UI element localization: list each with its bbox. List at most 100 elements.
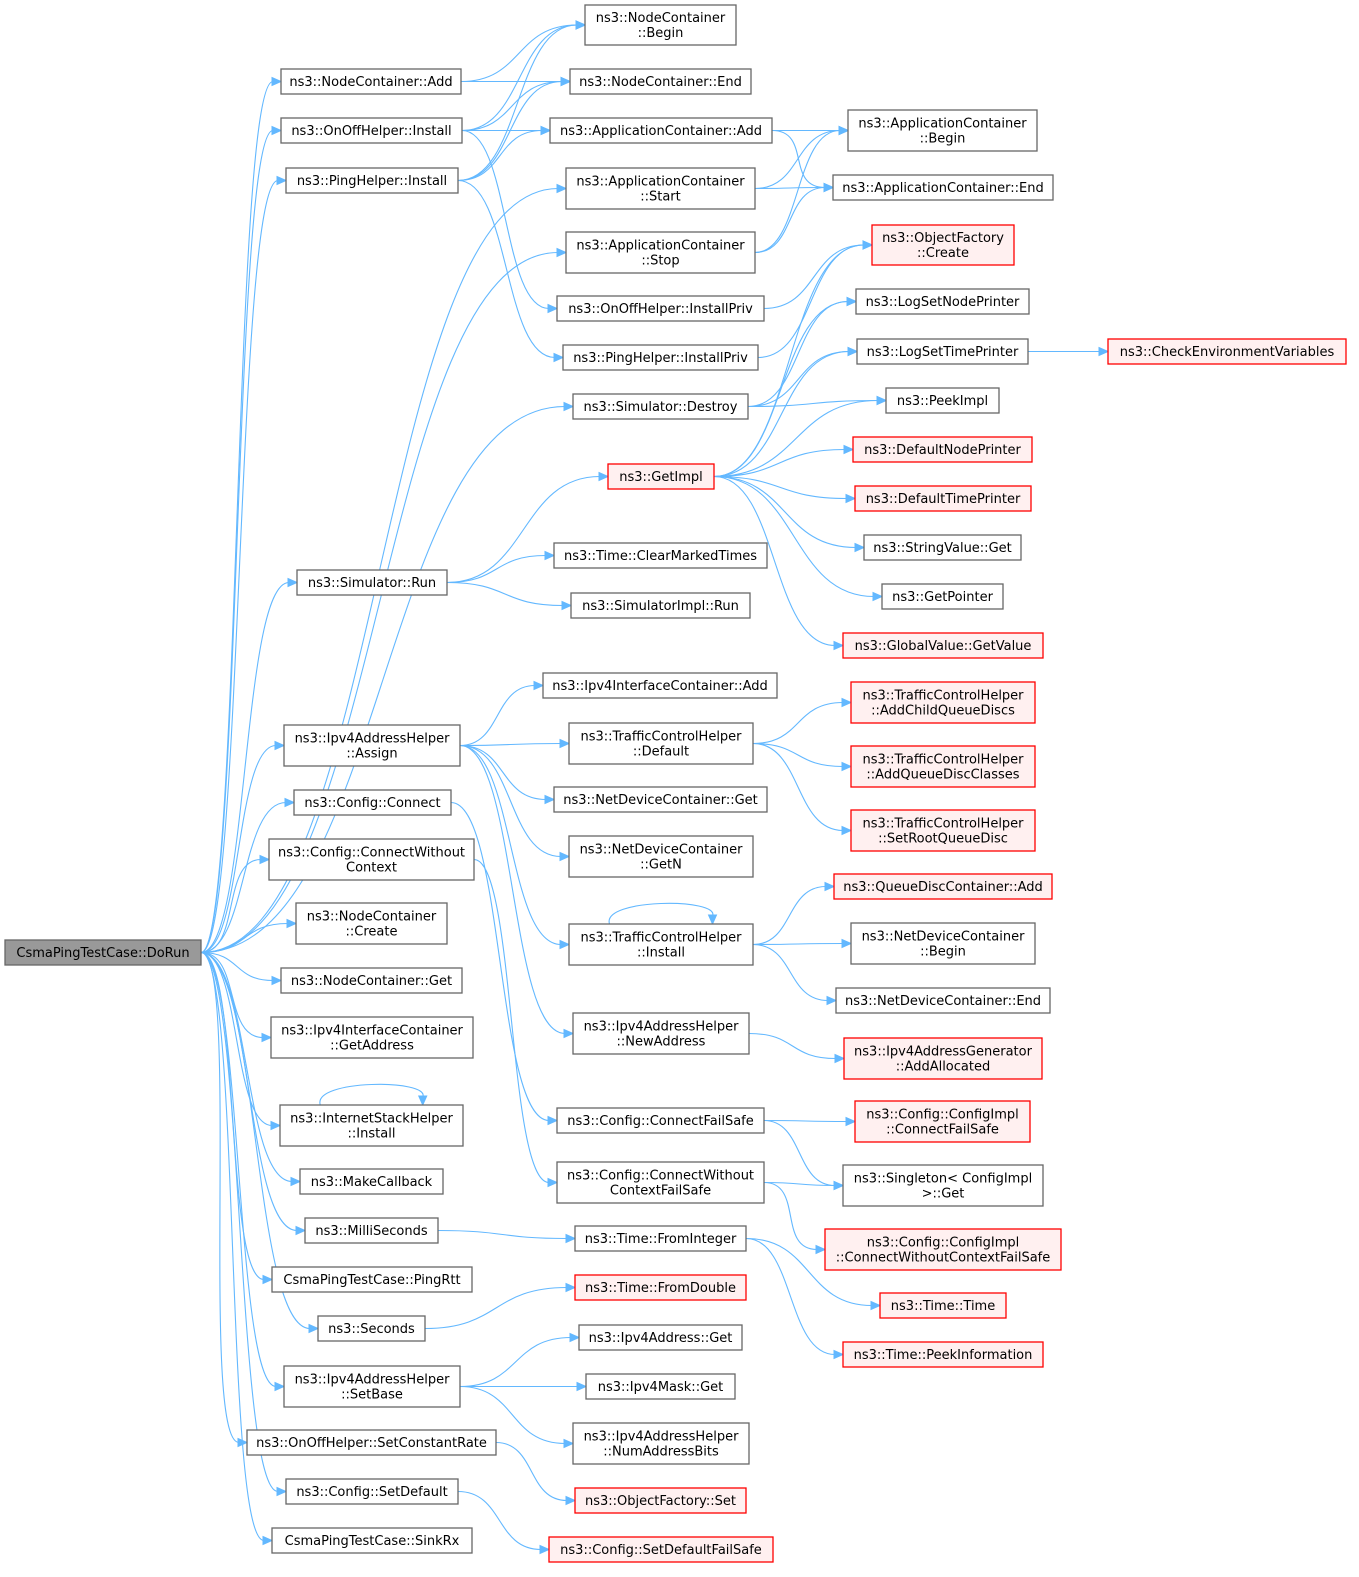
node-tch-addchild[interactable]: ns3::TrafficControlHelper::AddChildQueue… bbox=[850, 681, 1036, 724]
node-ipv4addr-get[interactable]: ns3::Ipv4Address::Get bbox=[578, 1324, 743, 1351]
node-ndc-begin[interactable]: ns3::NetDeviceContainer::Begin bbox=[850, 922, 1036, 965]
node-box bbox=[565, 231, 756, 274]
node-ipv4ic-getaddr[interactable]: ns3::Ipv4InterfaceContainer::GetAddress bbox=[270, 1016, 474, 1059]
function-nodes: CsmaPingTestCase::DoRunns3::NodeContaine… bbox=[4, 4, 1347, 1563]
node-cfg-setdefaultfs[interactable]: ns3::Config::SetDefaultFailSafe bbox=[548, 1536, 774, 1563]
node-time-time[interactable]: ns3::Time::Time bbox=[879, 1292, 1007, 1319]
node-cfg-connect-wo[interactable]: ns3::Config::ConnectWithoutContext bbox=[268, 838, 475, 881]
node-makecallback[interactable]: ns3::MakeCallback bbox=[299, 1168, 444, 1195]
call-edges bbox=[200, 20, 1110, 1555]
node-of-set[interactable]: ns3::ObjectFactory::Set bbox=[574, 1487, 747, 1514]
node-time-clearmarked[interactable]: ns3::Time::ClearMarkedTimes bbox=[553, 542, 768, 569]
arrowhead bbox=[841, 938, 853, 949]
arrowhead bbox=[271, 76, 283, 87]
node-ipv4mask-get[interactable]: ns3::Ipv4Mask::Get bbox=[585, 1373, 736, 1400]
arrowhead bbox=[276, 175, 288, 186]
call-edge bbox=[457, 1490, 542, 1551]
node-nc-create[interactable]: ns3::NodeContainer::Create bbox=[295, 902, 448, 945]
node-onoff-setrate[interactable]: ns3::OnOffHelper::SetConstantRate bbox=[246, 1429, 497, 1456]
node-singleton-get[interactable]: ns3::Singleton< ConfigImpl>::Get bbox=[842, 1164, 1044, 1207]
node-log-timeprinter[interactable]: ns3::LogSetTimePrinter bbox=[856, 338, 1029, 365]
node-log-nodeprinter[interactable]: ns3::LogSetNodePrinter bbox=[855, 288, 1030, 315]
node-getimpl[interactable]: ns3::GetImpl bbox=[607, 463, 715, 490]
node-label: ns3::TrafficControlHelper bbox=[580, 730, 742, 745]
node-cfgimpl-connectfs[interactable]: ns3::Config::ConfigImpl::ConnectFailSafe bbox=[854, 1100, 1031, 1143]
node-box bbox=[863, 534, 1022, 561]
node-of-create[interactable]: ns3::ObjectFactory::Create bbox=[871, 224, 1015, 266]
call-edge bbox=[200, 922, 289, 954]
call-edge bbox=[424, 1286, 568, 1330]
node-nc-add[interactable]: ns3::NodeContainer::Add bbox=[280, 68, 462, 95]
node-tch-default[interactable]: ns3::TrafficControlHelper::Default bbox=[568, 722, 754, 765]
node-cfg-connectfs[interactable]: ns3::Config::ConnectFailSafe bbox=[556, 1107, 765, 1134]
node-seconds[interactable]: ns3::Seconds bbox=[317, 1315, 426, 1342]
arrowhead bbox=[575, 20, 587, 30]
node-label: ns3::OnOffHelper::InstallPriv bbox=[568, 302, 753, 317]
node-tch-setroot[interactable]: ns3::TrafficControlHelper::SetRootQueueD… bbox=[850, 809, 1036, 852]
node-time-fromdouble[interactable]: ns3::Time::FromDouble bbox=[574, 1274, 747, 1301]
arrowhead bbox=[540, 125, 552, 136]
node-stringvalue-get[interactable]: ns3::StringValue::Get bbox=[863, 534, 1022, 561]
node-ipv4gen-addalloc[interactable]: ns3::Ipv4AddressGenerator::AddAllocated bbox=[843, 1037, 1043, 1080]
node-ac-begin[interactable]: ns3::ApplicationContainer::Begin bbox=[847, 109, 1038, 152]
node-label: ::Install bbox=[348, 1127, 396, 1142]
node-sinkrx[interactable]: CsmaPingTestCase::SinkRx bbox=[271, 1527, 473, 1554]
node-sim-destroy[interactable]: ns3::Simulator::Destroy bbox=[572, 393, 749, 420]
node-label: ns3::Ipv4AddressHelper bbox=[295, 1373, 451, 1388]
node-box bbox=[556, 1161, 765, 1204]
node-ipv4-numaddrbits[interactable]: ns3::Ipv4AddressHelper::NumAddressBits bbox=[572, 1422, 750, 1465]
node-ac-start[interactable]: ns3::ApplicationContainer::Start bbox=[565, 167, 756, 210]
node-ac-stop[interactable]: ns3::ApplicationContainer::Stop bbox=[565, 231, 756, 274]
node-label: ::GetAddress bbox=[330, 1039, 414, 1054]
call-edge bbox=[752, 943, 829, 1002]
node-ipv4ic-add[interactable]: ns3::Ipv4InterfaceContainer::Add bbox=[542, 672, 778, 699]
node-time-frominteger[interactable]: ns3::Time::FromInteger bbox=[574, 1225, 747, 1252]
node-gv-getvalue[interactable]: ns3::GlobalValue::GetValue bbox=[842, 632, 1044, 659]
node-sim-run[interactable]: ns3::Simulator::Run bbox=[296, 569, 448, 596]
node-box bbox=[871, 224, 1015, 266]
node-cfg-setdefault[interactable]: ns3::Config::SetDefault bbox=[285, 1478, 459, 1505]
node-cfg-connectwofs[interactable]: ns3::Config::ConnectWithoutContextFailSa… bbox=[556, 1161, 765, 1204]
node-deftimeprinter[interactable]: ns3::DefaultTimePrinter bbox=[854, 485, 1032, 512]
node-defnodeprinter[interactable]: ns3::DefaultNodePrinter bbox=[852, 436, 1033, 463]
node-time-peekinfo[interactable]: ns3::Time::PeekInformation bbox=[842, 1341, 1044, 1368]
node-root[interactable]: CsmaPingTestCase::DoRun bbox=[4, 939, 202, 966]
node-onoff-installpriv[interactable]: ns3::OnOffHelper::InstallPriv bbox=[556, 295, 765, 322]
node-label: ::NumAddressBits bbox=[603, 1445, 719, 1460]
node-peekimpl[interactable]: ns3::PeekImpl bbox=[885, 387, 1000, 414]
node-nc-get[interactable]: ns3::NodeContainer::Get bbox=[280, 967, 463, 994]
node-nc-end[interactable]: ns3::NodeContainer::End bbox=[569, 68, 752, 95]
node-ping-install[interactable]: ns3::PingHelper::Install bbox=[285, 167, 459, 194]
node-ndc-end[interactable]: ns3::NetDeviceContainer::End bbox=[835, 987, 1051, 1014]
arrowhead bbox=[815, 1244, 827, 1255]
node-label: ::Default bbox=[633, 745, 689, 760]
node-ndc-get[interactable]: ns3::NetDeviceContainer::Get bbox=[553, 786, 768, 813]
arrowhead bbox=[308, 1323, 320, 1334]
node-ac-end[interactable]: ns3::ApplicationContainer::End bbox=[832, 174, 1054, 201]
node-milliseconds[interactable]: ns3::MilliSeconds bbox=[304, 1217, 439, 1244]
node-getpointer[interactable]: ns3::GetPointer bbox=[881, 583, 1004, 610]
node-ac-add[interactable]: ns3::ApplicationContainer::Add bbox=[549, 117, 773, 144]
node-cfg-connect[interactable]: ns3::Config::Connect bbox=[293, 789, 452, 816]
node-ipv4-newaddress[interactable]: ns3::Ipv4AddressHelper::NewAddress bbox=[572, 1012, 750, 1055]
node-qdc-add[interactable]: ns3::QueueDiscContainer::Add bbox=[833, 873, 1053, 900]
node-checkenv[interactable]: ns3::CheckEnvironmentVariables bbox=[1107, 338, 1347, 365]
node-label: ns3::Ipv4AddressHelper bbox=[295, 732, 451, 747]
arrowhead bbox=[565, 1233, 577, 1244]
arrowhead bbox=[547, 1115, 559, 1126]
arrowhead bbox=[870, 1300, 882, 1311]
node-onoff-install[interactable]: ns3::OnOffHelper::Install bbox=[280, 117, 463, 144]
node-ndc-getn[interactable]: ns3::NetDeviceContainer::GetN bbox=[568, 835, 754, 878]
node-tch-addclasses[interactable]: ns3::TrafficControlHelper::AddQueueDiscC… bbox=[850, 745, 1036, 788]
call-edge bbox=[713, 475, 848, 500]
node-nc-begin[interactable]: ns3::NodeContainer::Begin bbox=[584, 4, 737, 46]
node-ish-install[interactable]: ns3::InternetStackHelper::Install bbox=[279, 1104, 464, 1147]
node-cfgimpl-connectwofs[interactable]: ns3::Config::ConfigImpl::ConnectWithoutC… bbox=[824, 1228, 1062, 1271]
node-tch-install[interactable]: ns3::TrafficControlHelper::Install bbox=[568, 923, 754, 966]
node-ipv4-assign[interactable]: ns3::Ipv4AddressHelper::Assign bbox=[283, 724, 461, 767]
node-ping-installpriv[interactable]: ns3::PingHelper::InstallPriv bbox=[562, 344, 759, 371]
node-pingrtt[interactable]: CsmaPingTestCase::PingRtt bbox=[271, 1266, 473, 1293]
call-edge bbox=[754, 129, 841, 190]
node-simimpl-run[interactable]: ns3::SimulatorImpl::Run bbox=[570, 592, 751, 619]
node-ipv4-setbase[interactable]: ns3::Ipv4AddressHelper::SetBase bbox=[283, 1365, 461, 1408]
